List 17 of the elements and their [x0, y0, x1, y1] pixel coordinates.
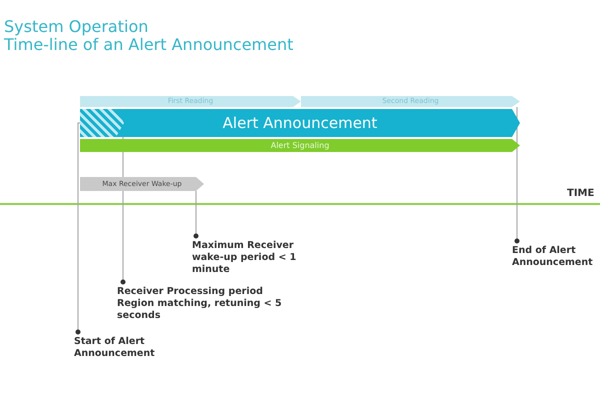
leader-line	[194, 190, 198, 238]
arrow-bar	[80, 177, 204, 191]
bar-label: Alert Announcement	[222, 116, 378, 130]
annotation-text: Maximum Receiver wake-up period < 1 minute	[192, 240, 322, 276]
leader-line	[76, 122, 80, 334]
arrow-bar	[80, 96, 301, 107]
arrow-bar	[80, 139, 520, 152]
arrow-bar	[80, 109, 520, 137]
bar-label: Alert Signaling	[270, 142, 330, 150]
diagram-subtitle: Time-line of an Alert Announcement	[4, 36, 294, 54]
axis-label: TIME	[567, 188, 594, 199]
annotation-text: End of Alert Announcement	[512, 245, 600, 269]
annotation-text: Receiver Processing period Region matching, retuning < 5 seconds	[117, 286, 297, 322]
annotation-text: Start of Alert Announcement	[74, 336, 214, 360]
leader-line	[514, 106, 520, 244]
diagram-title: System Operation	[4, 18, 148, 36]
arrow-bar	[301, 96, 520, 107]
